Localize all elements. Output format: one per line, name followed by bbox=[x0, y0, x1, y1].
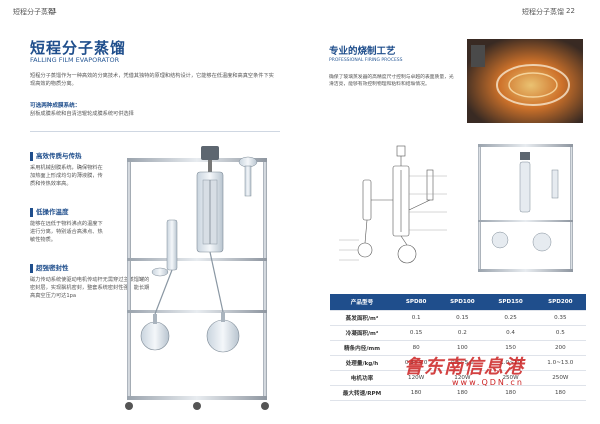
feature-3: 超强密封性 磁力传动系统使驱动电机传动杆无需穿过主蒸馏罐的密封层，实现飘机密封，… bbox=[30, 262, 150, 300]
spec-header-cell: SPD200 bbox=[534, 294, 586, 311]
table-cell: 120W bbox=[394, 370, 439, 386]
left-subtitle: FALLING FILM EVAPORATOR bbox=[30, 56, 120, 64]
left-page-number: 21 bbox=[48, 7, 57, 15]
feature-2-body: 能够在远低于物料沸点的温度下进行分离，特别适合高沸点、热敏性物质。 bbox=[30, 220, 103, 243]
spec-table-header: 产品型号 SPD80 SPD100 SPD150 SPD200 bbox=[330, 294, 586, 311]
feature-3-body: 磁力传动系统使驱动电机传动杆无需穿过主蒸馏罐的密封层，实现飘机密封，整套系统密封… bbox=[30, 276, 150, 299]
table-cell: 200 bbox=[534, 340, 586, 356]
row-label: 最大转速/RPM bbox=[330, 385, 394, 401]
table-row: 处理量/kg/h 0.3~4.0 0.5~5.0 1.0~10 1.0~13.0 bbox=[330, 355, 586, 371]
left-title: 短程分子蒸馏 bbox=[30, 39, 127, 57]
table-row: 电机功率 120W 120W 250W 250W bbox=[330, 370, 586, 386]
table-row: 蒸发面积/m² 0.1 0.15 0.25 0.35 bbox=[330, 310, 586, 326]
glass-firing-photo bbox=[467, 39, 583, 123]
table-cell: 0.15 bbox=[438, 310, 487, 326]
watermark-url: www.QDN.cn bbox=[452, 378, 524, 387]
row-label: 电机功率 bbox=[330, 370, 394, 386]
row-label: 精条内径/mm bbox=[330, 340, 394, 356]
row-label: 冷凝面积/m² bbox=[330, 325, 394, 341]
feature-1-title: 高效传质与传热 bbox=[30, 150, 106, 161]
feature-bar-icon bbox=[30, 263, 33, 273]
table-cell: 100 bbox=[438, 340, 487, 356]
feature-2-title-text: 低操作温度 bbox=[36, 208, 69, 216]
table-cell: 0.15 bbox=[394, 325, 439, 341]
watermark-text: 鲁东南信息港 bbox=[404, 356, 525, 378]
spec-header-cell: 产品型号 bbox=[330, 294, 394, 311]
table-cell: 180 bbox=[438, 385, 487, 401]
table-cell: 0.4 bbox=[486, 325, 535, 341]
distillation-rig-image bbox=[125, 146, 269, 410]
table-cell: 0.35 bbox=[534, 310, 586, 326]
option-body: 刮板成膜系统和自清洁辊轮成膜系统可供选择 bbox=[30, 111, 134, 117]
table-row: 最大转速/RPM 180 180 180 180 bbox=[330, 385, 586, 401]
table-cell: 0.25 bbox=[486, 310, 535, 326]
spec-header-cell: SPD80 bbox=[394, 294, 439, 311]
feature-2-title: 低操作温度 bbox=[30, 206, 106, 217]
table-cell: 120W bbox=[438, 370, 487, 386]
table-cell: 150 bbox=[486, 340, 535, 356]
row-label: 蒸发面积/m² bbox=[330, 310, 394, 326]
feature-3-title: 超强密封性 bbox=[30, 262, 150, 273]
table-cell: 0.5~5.0 bbox=[438, 355, 487, 371]
right-subtitle: PROFESSIONAL FIRING PROCESS bbox=[329, 58, 403, 63]
right-running-title: 短程分子蒸馏 bbox=[522, 8, 564, 16]
table-cell: 0.2 bbox=[438, 325, 487, 341]
table-cell: 250W bbox=[486, 370, 535, 386]
left-running-title: 短程分子蒸馏 bbox=[13, 8, 55, 16]
table-cell: 180 bbox=[534, 385, 586, 401]
table-cell: 0.3~4.0 bbox=[394, 355, 439, 371]
table-cell: 1.0~10 bbox=[486, 355, 535, 371]
table-cell: 0.1 bbox=[394, 310, 439, 326]
table-cell: 180 bbox=[486, 385, 535, 401]
feature-bar-icon bbox=[30, 207, 33, 217]
left-intro: 短程分子蒸馏作为一种高效的分离技术，凭借其独特的原理和结构设计，它能够在低温度和… bbox=[30, 73, 274, 87]
feature-1-title-text: 高效传质与传热 bbox=[36, 152, 82, 160]
feature-1-body: 采用机械刮膜系统，确保物料在加热面上形成均匀的薄液膜，传质和传热效率高。 bbox=[30, 164, 103, 187]
option-title: 可选两种成膜系统： bbox=[30, 103, 81, 109]
feature-2: 低操作温度 能够在远低于物料沸点的温度下进行分离，特别适合高沸点、热敏性物质。 bbox=[30, 206, 106, 244]
schematic-diagram bbox=[339, 145, 447, 264]
right-title: 专业的烧制工艺 bbox=[329, 46, 396, 57]
divider bbox=[30, 131, 280, 132]
table-row: 精条内径/mm 80 100 150 200 bbox=[330, 340, 586, 356]
spec-header-cell: SPD150 bbox=[486, 294, 535, 311]
right-page-number: 22 bbox=[566, 7, 575, 15]
feature-1: 高效传质与传热 采用机械刮膜系统，确保物料在加热面上形成均匀的薄液膜，传质和传热… bbox=[30, 150, 106, 188]
equipment-photo bbox=[478, 144, 573, 272]
spec-table: 产品型号 SPD80 SPD100 SPD150 SPD200 蒸发面积/m² … bbox=[330, 294, 586, 401]
row-label: 处理量/kg/h bbox=[330, 355, 394, 371]
table-cell: 250W bbox=[534, 370, 586, 386]
table-cell: 80 bbox=[394, 340, 439, 356]
table-cell: 0.5 bbox=[534, 325, 586, 341]
right-body: 确保了玻璃蒸发器的高精度尺寸控制与卓越的表面质量，光滑洁亮，能够有效控制物理和粘… bbox=[329, 75, 454, 87]
feature-bar-icon bbox=[30, 151, 33, 161]
spec-header-cell: SPD100 bbox=[438, 294, 487, 311]
table-cell: 1.0~13.0 bbox=[534, 355, 586, 371]
feature-3-title-text: 超强密封性 bbox=[36, 264, 69, 272]
table-cell: 180 bbox=[394, 385, 439, 401]
table-row: 冷凝面积/m² 0.15 0.2 0.4 0.5 bbox=[330, 325, 586, 341]
